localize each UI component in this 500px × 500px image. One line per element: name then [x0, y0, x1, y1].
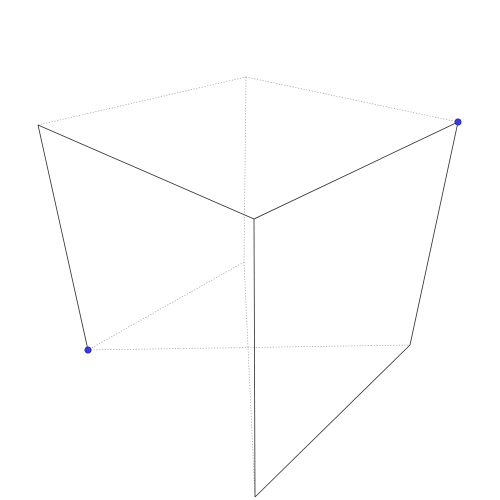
visible-edges — [37, 121, 459, 498]
visible-edge-v1-v2 — [253, 121, 459, 220]
hidden-edges — [37, 76, 459, 498]
visible-edge-v2-v5 — [409, 121, 459, 346]
visible-edge-v0-v1 — [37, 124, 255, 220]
hidden-edge-v0-v6 — [37, 76, 247, 126]
vertex-point-v2 — [454, 118, 462, 126]
hidden-edge-v7-v4 — [243, 261, 256, 498]
highlighted-vertices — [84, 118, 462, 354]
hidden-edge-v6-v7 — [243, 76, 247, 263]
visible-edge-v4-v5 — [254, 344, 411, 498]
hidden-edge-v7-v3 — [87, 261, 245, 351]
visible-edge-v0-v3 — [37, 124, 89, 351]
hidden-edge-v3-v5 — [87, 344, 411, 351]
visible-edge-v1-v4 — [253, 218, 256, 498]
vertex-point-v3 — [84, 346, 92, 354]
